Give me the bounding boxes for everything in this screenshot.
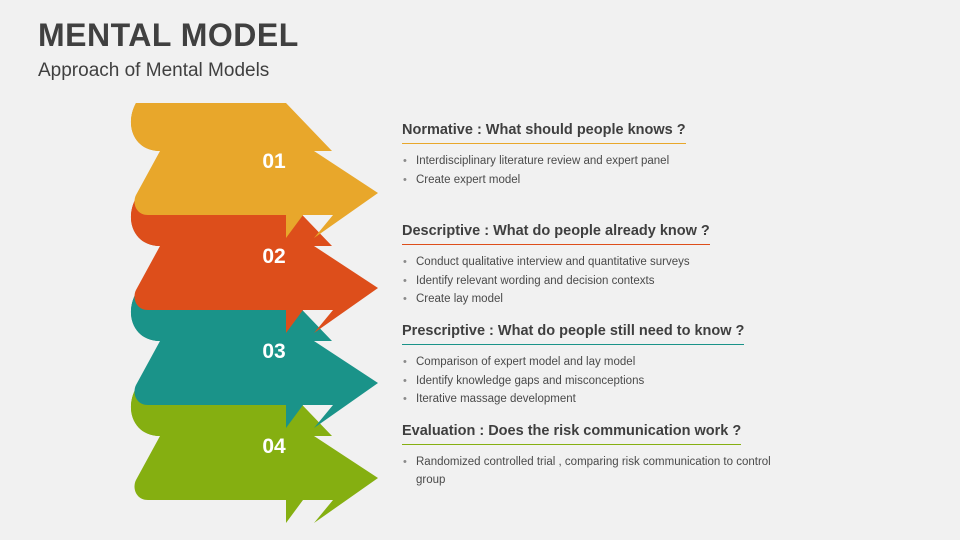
- list-item: Randomized controlled trial , comparing …: [402, 454, 776, 489]
- step-content-02: Descriptive : What do people already kno…: [402, 222, 802, 310]
- step-bullets-04: Randomized controlled trial , comparing …: [402, 454, 802, 489]
- step-heading-02: Descriptive : What do people already kno…: [402, 222, 710, 246]
- list-item: Create lay model: [402, 291, 802, 308]
- arrow-body-04: [130, 388, 378, 523]
- step-heading-03: Prescriptive : What do people still need…: [402, 322, 745, 346]
- arrow-number-03: 03: [262, 340, 285, 363]
- step-heading-04: Evaluation : Does the risk communication…: [402, 422, 742, 446]
- arrow-body-03: [130, 293, 378, 428]
- step-bullets-01: Interdisciplinary literature review and …: [402, 153, 802, 189]
- list-item: Identify relevant wording and decision c…: [402, 273, 802, 290]
- list-item: Create expert model: [402, 172, 802, 189]
- list-item: Identify knowledge gaps and misconceptio…: [402, 373, 802, 390]
- arrow-body-02: [130, 198, 378, 333]
- arrow-body-01: [130, 103, 378, 238]
- step-content-04: Evaluation : Does the risk communication…: [402, 422, 802, 490]
- arrow-number-01: 01: [262, 150, 286, 173]
- list-item: Conduct qualitative interview and quanti…: [402, 254, 802, 271]
- step-bullets-02: Conduct qualitative interview and quanti…: [402, 254, 802, 308]
- list-item: Iterative massage development: [402, 391, 802, 408]
- step-bullets-03: Comparison of expert model and lay model…: [402, 354, 802, 408]
- list-item: Interdisciplinary literature review and …: [402, 153, 802, 170]
- arrow-number-04: 04: [262, 435, 286, 458]
- list-item: Comparison of expert model and lay model: [402, 354, 802, 371]
- step-content-01: Normative : What should people knows ? I…: [402, 121, 802, 190]
- step-heading-01: Normative : What should people knows ?: [402, 121, 686, 145]
- arrow-number-02: 02: [262, 245, 285, 268]
- process-arrow-diagram: 01 02 03 04: [118, 88, 393, 523]
- page-subtitle: Approach of Mental Models: [38, 60, 270, 81]
- step-content-03: Prescriptive : What do people still need…: [402, 322, 802, 410]
- page-title: MENTAL MODEL: [38, 17, 299, 53]
- arrow-step-01[interactable]: [130, 103, 378, 238]
